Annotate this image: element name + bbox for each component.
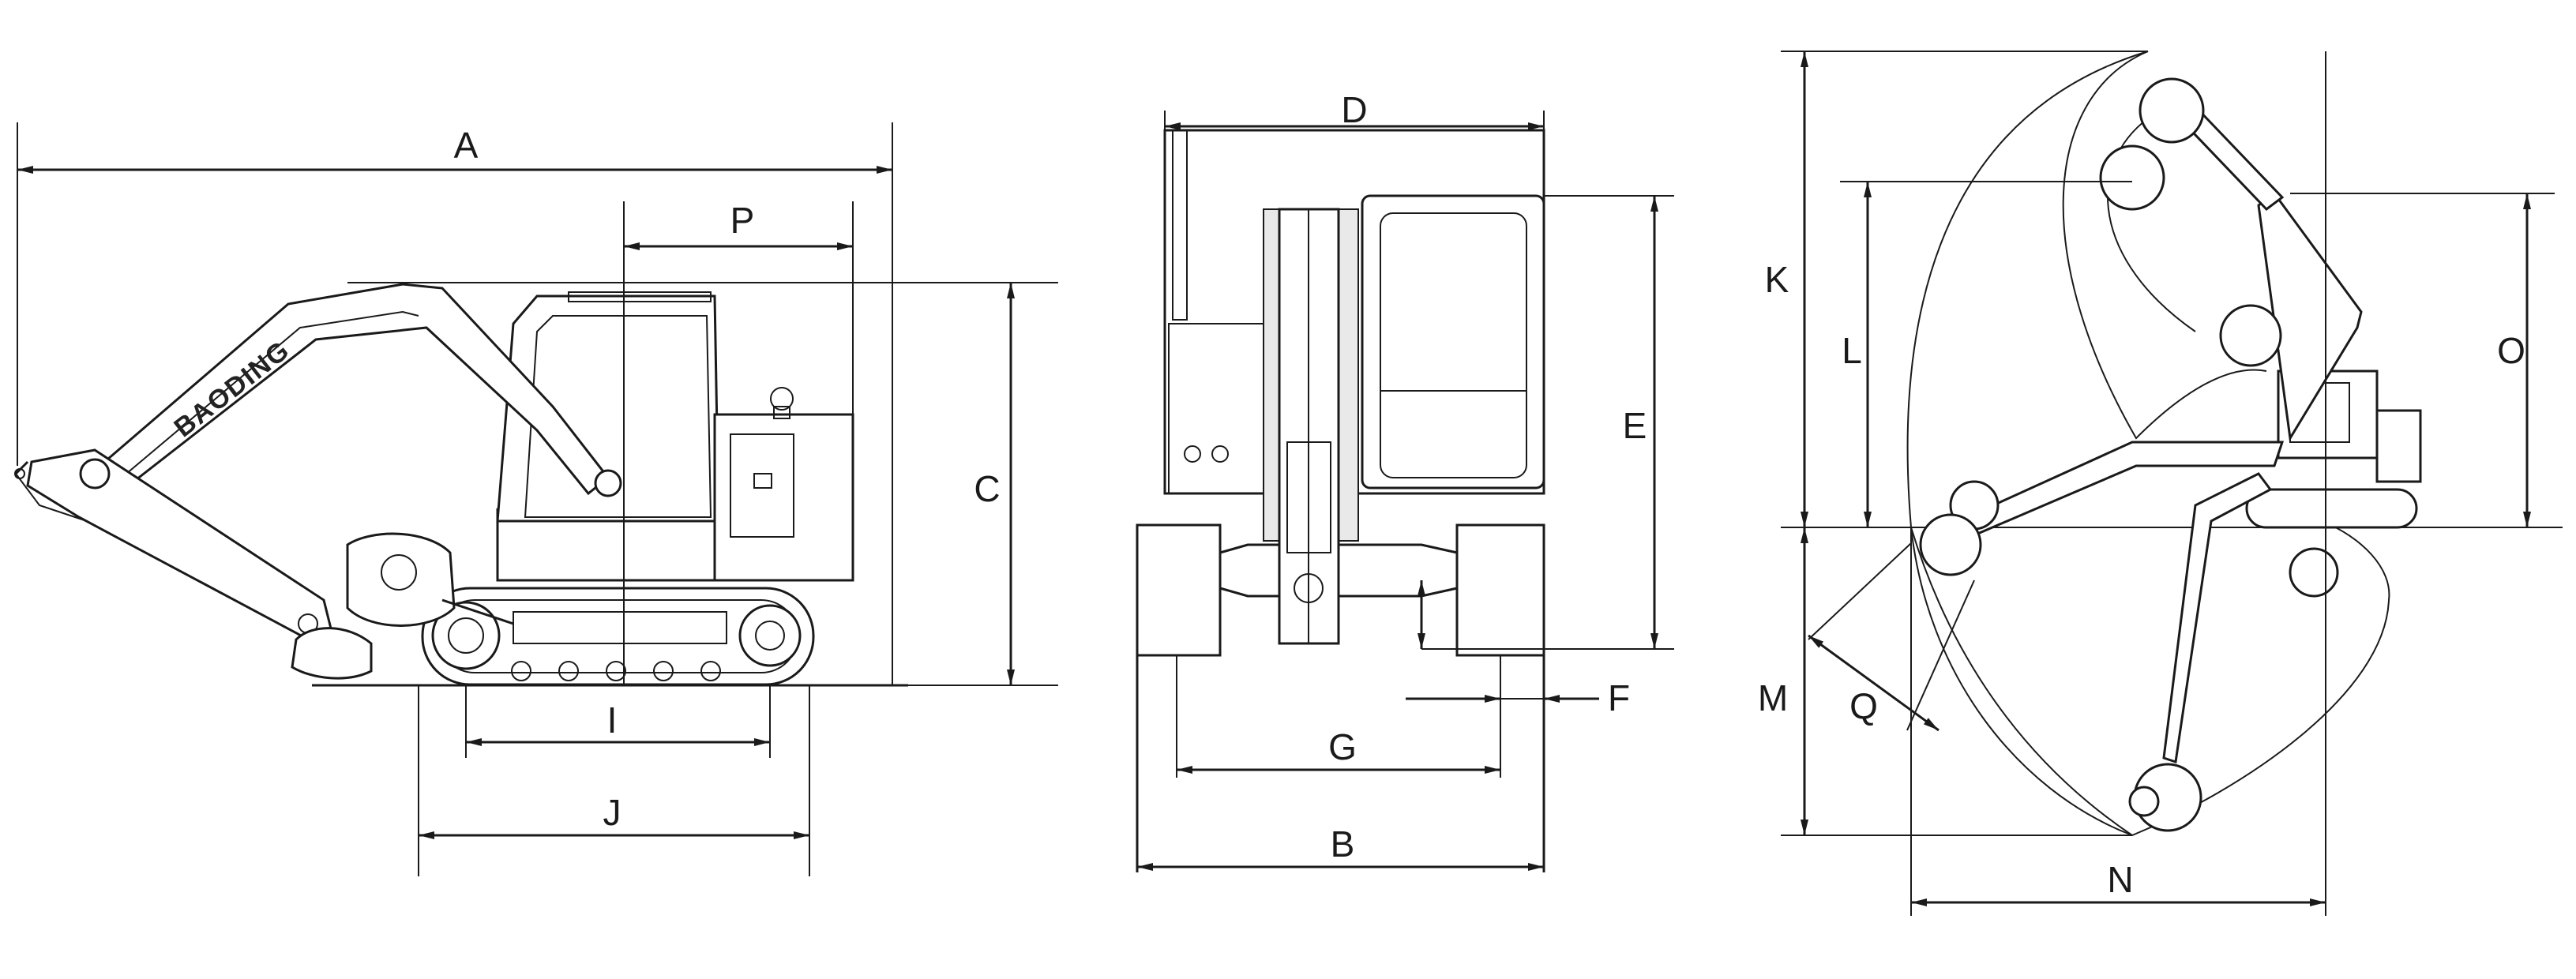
- working-machine: [2245, 369, 2422, 529]
- dim-label-a: A: [454, 125, 479, 166]
- dim-label-o: O: [2497, 330, 2525, 371]
- dim-label-k: K: [1765, 259, 1789, 300]
- dim-label-g: G: [1328, 726, 1357, 767]
- side-view: BAODING A P C: [14, 122, 1058, 876]
- dim-label-m: M: [1758, 677, 1788, 718]
- dim-label-q: Q: [1849, 685, 1878, 726]
- bucket: [14, 460, 373, 680]
- dim-label-j: J: [603, 792, 621, 833]
- dim-label-d: D: [1341, 89, 1367, 130]
- dim-label-f: F: [1608, 677, 1630, 718]
- dim-label-i: I: [607, 700, 618, 741]
- dim-label-e: E: [1623, 405, 1647, 446]
- dim-label-p: P: [730, 200, 755, 241]
- dim-label-b: B: [1331, 823, 1355, 865]
- dozer-blade: [346, 532, 514, 627]
- dim-label-n: N: [2107, 859, 2133, 900]
- arm: [26, 448, 333, 645]
- track-assembly: [421, 587, 815, 686]
- front-view: D E F G B: [1136, 89, 1674, 872]
- working-range-view: K L O M N Q: [1758, 51, 2563, 916]
- dim-label-l: L: [1842, 330, 1862, 371]
- dim-label-c: C: [974, 468, 1000, 509]
- upper-structure: [496, 291, 854, 582]
